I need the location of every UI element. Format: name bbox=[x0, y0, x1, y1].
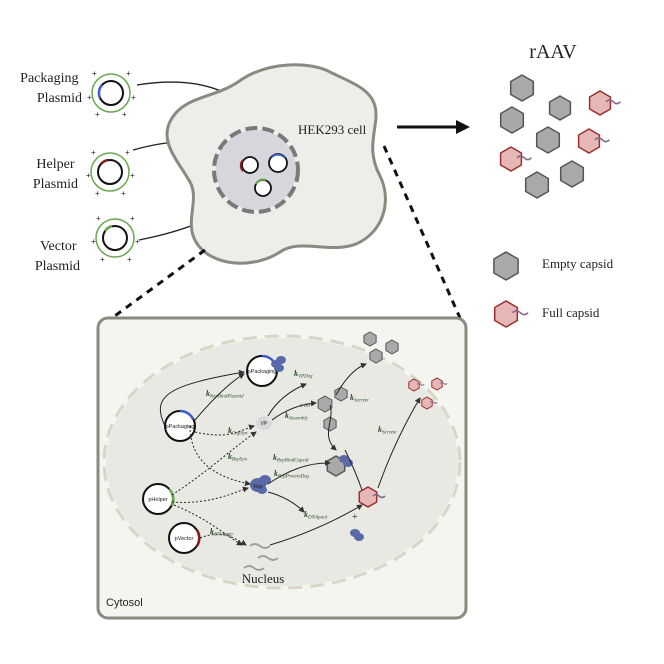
svg-text:+: + bbox=[95, 110, 100, 119]
pvector-label: pVector bbox=[175, 536, 194, 542]
full-capsid bbox=[588, 90, 621, 116]
rate-cap-syn: kCapSyn bbox=[228, 426, 248, 437]
full-capsid bbox=[499, 146, 532, 172]
empty-capsid bbox=[559, 160, 585, 188]
assembled-capsid bbox=[317, 395, 333, 413]
packaging-plasmid-label: Packaging Plasmid bbox=[20, 71, 82, 106]
vector-plasmid-label: Vector Plasmid bbox=[35, 239, 80, 274]
hek293-cell-label: HEK293 cell bbox=[298, 122, 367, 137]
zoom-line-left bbox=[111, 248, 206, 320]
legend-full-capsid-icon bbox=[493, 300, 529, 328]
svg-text:+: + bbox=[87, 93, 92, 102]
svg-text:+: + bbox=[122, 110, 127, 119]
ppackaging-node: pPackaging bbox=[164, 409, 196, 442]
raav-title: rAAV bbox=[529, 41, 577, 63]
cytosol-label: Cytosol bbox=[106, 597, 143, 609]
secreted-full-capsid bbox=[431, 377, 448, 391]
svg-text:+: + bbox=[91, 237, 96, 246]
svg-text:+: + bbox=[121, 189, 126, 198]
plus-sign: + bbox=[352, 512, 358, 523]
rate-rep-syn: kRepSyn bbox=[228, 452, 247, 463]
nucleus-label: Nucleus bbox=[242, 571, 285, 586]
dna-fragment bbox=[257, 555, 279, 561]
empty-capsid bbox=[548, 95, 572, 121]
rate-dna-amp: kDNAamp bbox=[210, 527, 233, 538]
secreted-empty-capsid bbox=[363, 331, 377, 347]
svg-text:+: + bbox=[135, 237, 140, 246]
detail-nuclear-envelope bbox=[102, 334, 462, 590]
helper-plasmid-label: Helper Plasmid bbox=[33, 157, 78, 192]
ppackaging-bound-label: pPackaging bbox=[248, 369, 277, 375]
helper-plasmid: + + + + + + bbox=[86, 148, 135, 198]
detail-nucleus bbox=[106, 338, 458, 586]
svg-text:+: + bbox=[96, 214, 101, 223]
phelper-node: pHelper bbox=[142, 483, 175, 515]
empty-capsid bbox=[499, 106, 525, 134]
secreted-full-capsid bbox=[408, 378, 425, 392]
reaction-arrows bbox=[160, 362, 421, 546]
svg-text:+: + bbox=[126, 69, 131, 78]
rate-secrete-empty: kSecrete bbox=[350, 393, 369, 404]
vp-label: VP bbox=[261, 421, 268, 427]
empty-capsid bbox=[509, 74, 535, 102]
legend-full-label: Full capsid bbox=[542, 305, 600, 320]
released-rep-protein bbox=[350, 529, 364, 541]
empty-capsid-icon bbox=[493, 251, 519, 281]
legend-empty-capsid-icon bbox=[493, 251, 519, 281]
vp-protein: VP bbox=[256, 412, 278, 430]
rep-protein: Rep bbox=[250, 475, 271, 494]
packaged-full-capsid bbox=[358, 486, 386, 508]
legend-empty-label: Empty capsid bbox=[542, 256, 614, 271]
dna-fragment bbox=[249, 543, 271, 549]
svg-text:+: + bbox=[86, 171, 91, 180]
pvector-node: pVector bbox=[168, 522, 201, 554]
secreted-empty-capsid bbox=[385, 339, 399, 355]
secreted-capsids bbox=[363, 331, 448, 410]
rate-assembly: kAssembly bbox=[285, 411, 309, 422]
rate-secrete-full: kSecrete bbox=[378, 425, 397, 436]
rate-rep-bind-plasmid: kRepBindPlasmid bbox=[206, 389, 244, 400]
raav-capsid-cluster bbox=[499, 74, 621, 199]
assembled-capsid bbox=[323, 416, 337, 432]
svg-text:+: + bbox=[95, 189, 100, 198]
zoom-line-right bbox=[382, 145, 462, 319]
phelper-label: pHelper bbox=[148, 497, 167, 503]
secreted-full-capsid bbox=[421, 396, 438, 410]
assembled-capsid bbox=[334, 386, 348, 402]
vector-plasmid: + + + + + + bbox=[91, 214, 140, 264]
svg-text:+: + bbox=[91, 148, 96, 157]
ppackaging-label: pPackaging bbox=[166, 424, 195, 430]
ppackaging-bound-node: pPackaging bbox=[246, 354, 286, 387]
full-capsid-icon bbox=[493, 300, 529, 328]
empty-capsid bbox=[535, 126, 561, 154]
svg-text:+: + bbox=[130, 214, 135, 223]
nuclear-envelope bbox=[212, 126, 300, 214]
rate-rep-protein-deg: kRepProteinDeg bbox=[274, 469, 309, 480]
packaging-plasmid: + + + + + + bbox=[87, 69, 136, 119]
rate-vp-deg: kVPDeg bbox=[294, 369, 313, 380]
secreted-empty-capsid bbox=[369, 348, 383, 364]
svg-text:+: + bbox=[131, 93, 136, 102]
svg-text:+: + bbox=[130, 171, 135, 180]
nucleus-plasmids bbox=[239, 153, 288, 197]
svg-text:+: + bbox=[92, 69, 97, 78]
svg-text:+: + bbox=[127, 255, 132, 264]
rep-label: Rep bbox=[253, 484, 262, 490]
legend: Empty capsid Full capsid bbox=[493, 251, 614, 328]
rate-constants: kRepBindPlasmid kVPDeg kAssembly kCapSyn kRe… bbox=[206, 369, 397, 538]
rate-dna-pack: kDNApack bbox=[304, 510, 328, 521]
rate-rep-bind-capsid: kRepBindCapsid bbox=[273, 453, 309, 464]
times60-label: x 60 bbox=[299, 403, 310, 409]
svg-text:+: + bbox=[100, 255, 105, 264]
svg-text:+: + bbox=[125, 148, 130, 157]
empty-capsid bbox=[524, 171, 550, 199]
dna-fragment bbox=[243, 565, 265, 571]
full-capsid bbox=[577, 128, 610, 154]
